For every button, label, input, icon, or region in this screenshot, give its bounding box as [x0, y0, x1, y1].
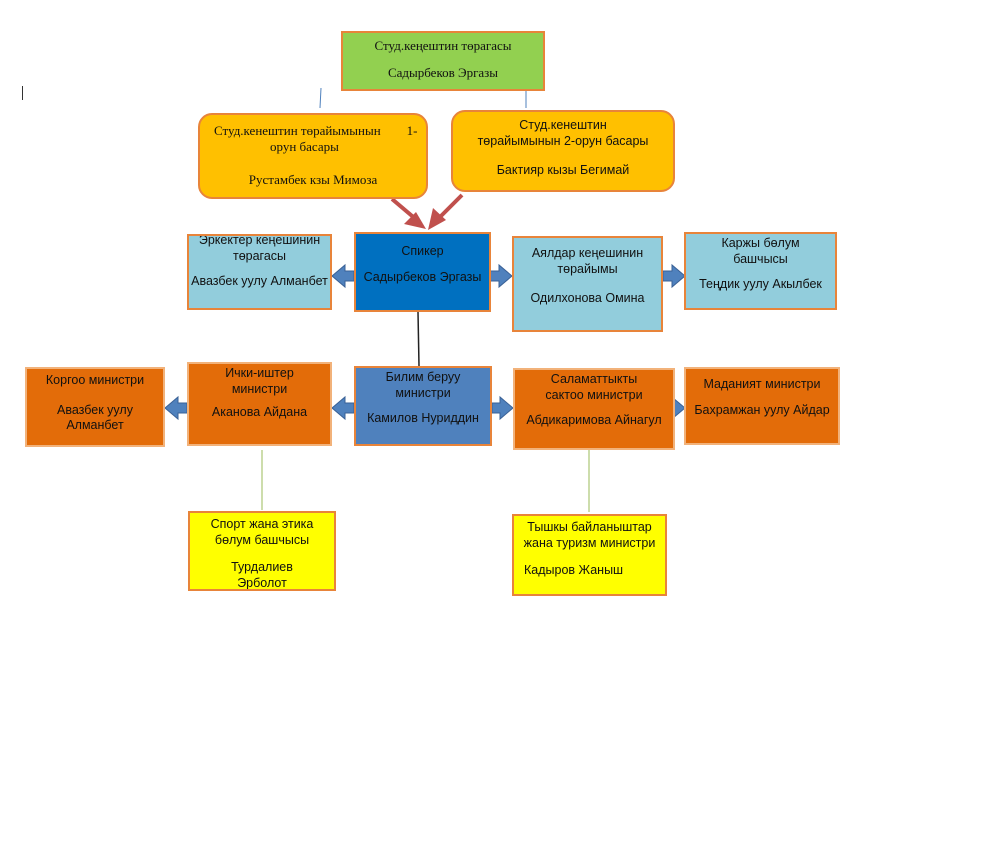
node-education-name: Камилов Нуриддин [367, 411, 479, 426]
node-women-council-name: Одилхонова Омина [530, 291, 645, 306]
node-defense: Коргоо министри Авазбек уулу Алманбет [25, 367, 165, 447]
node-interior-title: Ички-иштер министри [225, 366, 294, 396]
line-chair-to-vice1 [319, 87, 322, 109]
node-health-title: Саламаттыкты сактоо министри [545, 372, 643, 402]
node-education-title: Билим беруу министри [385, 370, 461, 400]
node-men-council-name: Авазбек уулу Алманбет [191, 274, 328, 289]
node-health: Саламаттыкты сактоо министри Абдикаримов… [513, 368, 675, 450]
node-foreign-name: Кадыров Жаныш [524, 563, 624, 578]
node-finance: Каржы бөлум башчысы Теңдик уулу Акылбек [684, 232, 837, 310]
node-vice1-title-suffix: 1- [406, 123, 418, 138]
node-men-council-title: Эркектер кеңешинин төрагасы [198, 234, 321, 263]
node-chair: Студ.кеңештин төрагасы Садырбеков Эргазы [341, 31, 545, 91]
node-vice2-name: Бактияр кызы Бегимай [496, 163, 630, 178]
node-foreign-title: Тышкы байланыштар жана туризм министри [523, 520, 656, 550]
arrow-speaker-to-men [331, 263, 355, 289]
arrow-education-to-interior [331, 395, 355, 421]
node-foreign: Тышкы байланыштар жана туризм министри К… [512, 514, 667, 596]
node-finance-title: Каржы бөлум башчысы [721, 236, 800, 266]
arrow-women-to-finance [662, 263, 686, 289]
node-interior: Ички-иштер министри Аканова Айдана [187, 362, 332, 446]
node-vice2-title: Студ.кенештин төрайымынын 2-орун басары [477, 118, 649, 148]
node-sport-name: Турдалиев Эрболот [231, 560, 293, 590]
arrow-vice1-to-speaker [390, 197, 426, 229]
arrow-education-to-health [491, 395, 514, 421]
node-finance-name: Теңдик уулу Акылбек [699, 277, 822, 292]
node-culture-name: Бахрамжан уулу Айдар [694, 402, 830, 417]
arrow-speaker-to-women [489, 263, 513, 289]
node-vice1-title-line1: Студ.кенештин төрайымынын [214, 123, 381, 138]
node-education: Билим беруу министри Камилов Нуриддин [354, 366, 492, 446]
line-speaker-to-education [417, 311, 420, 367]
node-chair-title: Студ.кеңештин төрагасы [374, 38, 512, 53]
node-interior-name: Аканова Айдана [211, 405, 308, 420]
node-vice1-title-line2: орун басары [270, 139, 339, 155]
node-sport: Спорт жана этика бөлум башчысы Турдалиев… [188, 511, 336, 591]
node-vice1-title: Студ.кенештин төрайымынын 1- орун басары [200, 123, 426, 156]
node-vice2: Студ.кенештин төрайымынын 2-орун басары … [451, 110, 675, 192]
node-speaker-name: Садырбеков Эргазы [363, 269, 482, 284]
arrow-vice2-to-speaker [428, 193, 464, 230]
node-chair-name: Садырбеков Эргазы [387, 65, 499, 81]
node-sport-title: Спорт жана этика бөлум башчысы [210, 517, 314, 547]
node-women-council: Аялдар кеңешинин төрайымы Одилхонова Оми… [512, 236, 663, 332]
node-defense-title: Коргоо министри [45, 373, 145, 387]
node-vice1-name: Рустамбек кзы Мимоза [248, 171, 378, 187]
node-speaker: Спикер Садырбеков Эргазы [354, 232, 491, 312]
arrow-interior-to-defense [164, 395, 188, 421]
node-defense-name: Авазбек уулу Алманбет [57, 402, 133, 433]
text-cursor [22, 86, 23, 100]
node-men-council: Эркектер кеңешинин төрагасы Авазбек уулу… [187, 234, 332, 310]
node-women-council-title: Аялдар кеңешинин төрайымы [531, 246, 644, 276]
node-speaker-title: Спикер [401, 244, 444, 258]
node-culture-title: Маданият министри [703, 377, 821, 391]
node-health-name: Абдикаримова Айнагул [526, 413, 662, 428]
node-culture: Маданият министри Бахрамжан уулу Айдар [684, 367, 840, 445]
